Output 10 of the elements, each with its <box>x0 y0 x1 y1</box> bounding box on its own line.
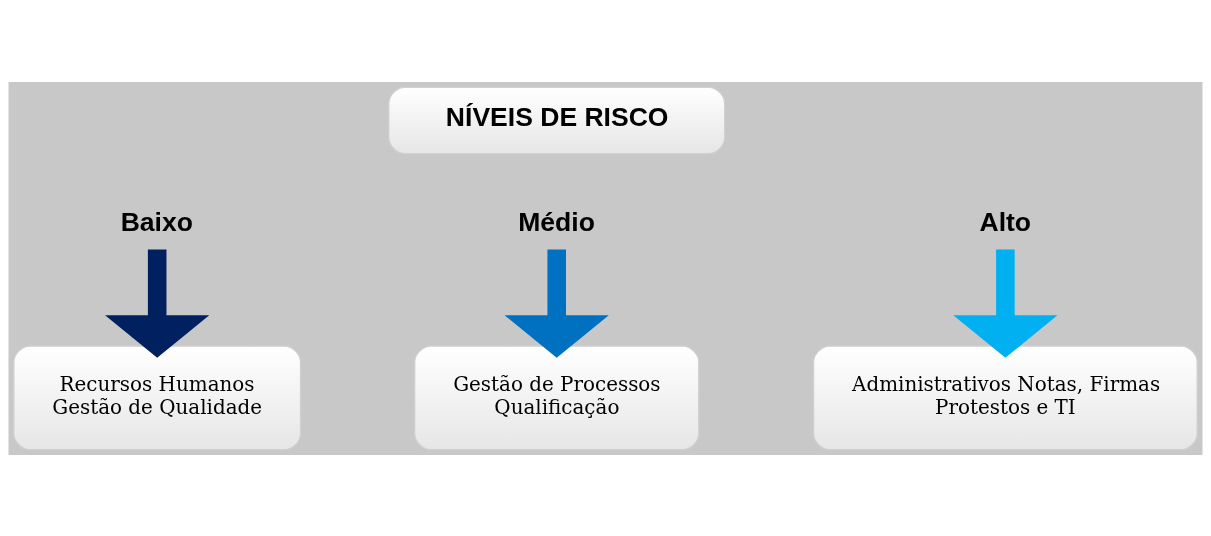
node-text: Alto <box>979 206 1032 237</box>
node-text: Baixo <box>120 206 193 237</box>
node-box: Recursos Humanos Gestão de Qualidade <box>13 345 302 450</box>
node-box: NÍVEIS DE RISCO <box>388 86 726 154</box>
arrow <box>105 249 210 358</box>
node-text: Médio <box>518 206 595 237</box>
arrow <box>504 249 609 358</box>
node-box: Administrativos Notas, Firmas Protestos e TI <box>812 345 1198 450</box>
arrow <box>953 249 1058 358</box>
node-box: Gestão de Processos Qualificação <box>414 345 700 450</box>
